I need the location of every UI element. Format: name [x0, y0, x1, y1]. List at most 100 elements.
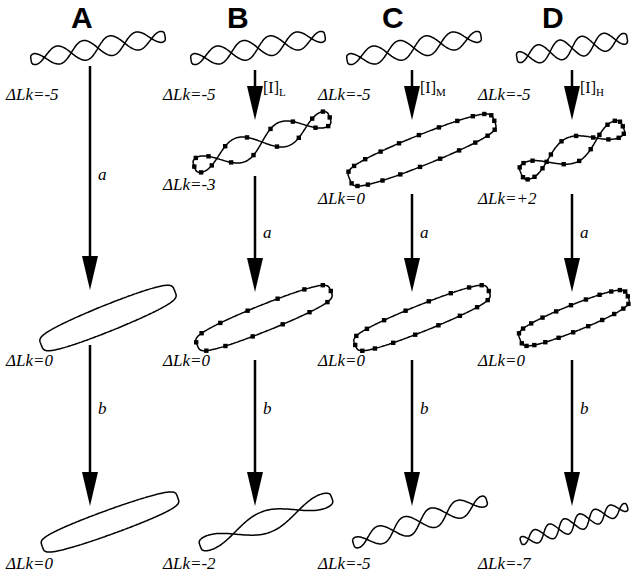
bound-ligand — [346, 170, 350, 174]
bound-ligand — [325, 300, 329, 304]
reaction-arrow — [411, 194, 414, 262]
bound-ligand — [530, 159, 534, 163]
bound-ligand — [458, 314, 462, 318]
step-label: b — [580, 400, 589, 417]
ligand-concentration: [I]L — [263, 80, 286, 98]
supercoiled-dna — [191, 31, 326, 64]
arrow-head — [82, 256, 98, 290]
reaction-arrow — [411, 360, 414, 476]
bound-ligand — [297, 136, 301, 140]
bound-ligand — [597, 133, 601, 137]
bound-ligand — [554, 309, 558, 313]
bound-ligand — [321, 109, 325, 113]
bound-ligand — [621, 124, 625, 128]
bound-ligand — [391, 341, 395, 345]
bound-ligand — [245, 309, 249, 313]
bound-ligand — [487, 289, 491, 293]
bound-ligand — [418, 165, 422, 169]
step-label: a — [420, 224, 429, 241]
reaction-arrow — [89, 66, 92, 260]
bound-ligand — [521, 175, 525, 179]
bound-ligand — [245, 135, 249, 139]
bound-ligand — [589, 147, 593, 151]
linking-number: ΔLk=-5 — [318, 555, 371, 572]
bound-ligand — [518, 165, 522, 169]
bound-ligand — [378, 149, 382, 153]
supercoiled-dna — [347, 31, 482, 64]
bound-ligand — [353, 343, 357, 347]
bound-ligand — [605, 123, 609, 127]
bound-ligand — [549, 152, 553, 156]
supercoiled-dna — [517, 33, 628, 63]
bound-ligand — [485, 134, 489, 138]
bound-ligand — [577, 159, 581, 163]
ligand-bound-dna — [196, 285, 332, 351]
ligand-bound-dna — [520, 121, 625, 180]
bound-ligand — [486, 298, 490, 302]
bound-ligand — [281, 322, 285, 326]
ligand-concentration: [I]M — [420, 80, 446, 98]
supercoiled-dna — [520, 503, 628, 544]
bound-ligand — [617, 136, 621, 140]
bound-ligand — [251, 153, 255, 157]
bound-ligand — [467, 285, 471, 289]
reaction-arrow — [571, 360, 574, 476]
bound-ligand — [455, 119, 459, 123]
bound-ligand — [473, 140, 477, 144]
bound-ligand — [427, 299, 431, 303]
reaction-arrow — [254, 360, 257, 476]
bound-ligand — [366, 182, 370, 186]
step-label: a — [98, 166, 107, 183]
bound-ligand — [609, 289, 613, 293]
relaxed-dna — [40, 285, 176, 351]
bound-ligand — [313, 126, 317, 130]
step-label: a — [580, 224, 589, 241]
bound-ligand — [398, 172, 402, 176]
reaction-arrow — [89, 345, 92, 476]
arrow-head — [564, 86, 580, 120]
arrow-head — [564, 258, 580, 292]
bound-ligand — [268, 127, 272, 131]
bound-ligand — [251, 334, 255, 338]
bound-ligand — [275, 297, 279, 301]
bound-ligand — [326, 124, 330, 128]
bound-ligand — [223, 344, 227, 348]
bound-ligand — [349, 181, 353, 185]
bound-ligand — [471, 114, 475, 118]
linking-number: ΔLk=-5 — [318, 86, 371, 103]
bound-ligand — [618, 288, 622, 292]
bound-ligand — [199, 331, 203, 335]
bound-ligand — [574, 134, 578, 138]
linking-number: ΔLk=0 — [318, 352, 365, 369]
supercoiled-dna — [353, 496, 488, 548]
bound-ligand — [540, 166, 544, 170]
bound-ligand — [449, 291, 453, 295]
bound-ligand — [275, 144, 279, 148]
bound-ligand — [373, 346, 377, 350]
step-label: b — [263, 400, 272, 417]
bound-ligand — [544, 160, 548, 164]
reaction-arrow — [254, 176, 257, 262]
supercoiled-dna — [199, 493, 333, 551]
ligand-bound-dna — [193, 112, 331, 173]
bound-ligand — [562, 162, 566, 166]
step-label: a — [263, 224, 272, 241]
bound-ligand — [437, 125, 441, 129]
bound-ligand — [532, 343, 536, 347]
bound-ligand — [591, 135, 595, 139]
bound-ligand — [382, 318, 386, 322]
bound-ligand — [623, 289, 627, 293]
bound-ligand — [626, 294, 630, 298]
bound-ligand — [482, 112, 486, 116]
linking-number: ΔLk=-7 — [478, 555, 531, 572]
bound-ligand — [543, 340, 547, 344]
bound-ligand — [223, 144, 227, 148]
bound-ligand — [218, 321, 222, 325]
bound-ligand — [436, 323, 440, 327]
bound-ligand — [457, 148, 461, 152]
ligand-bound-dna — [348, 114, 496, 186]
bound-ligand — [621, 306, 625, 310]
bound-ligand — [354, 334, 358, 338]
bound-ligand — [521, 326, 525, 330]
bound-ligand — [192, 164, 196, 168]
